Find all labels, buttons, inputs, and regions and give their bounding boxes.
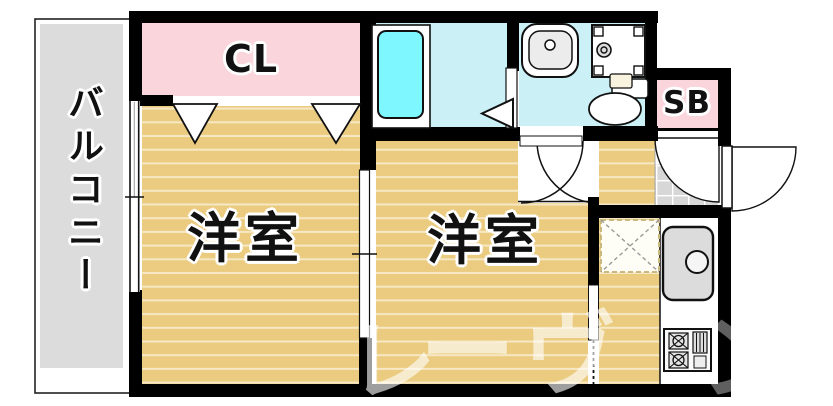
shoe-box-area bbox=[657, 80, 718, 128]
bathroom-door bbox=[479, 67, 518, 130]
entrance-door-leaf bbox=[721, 145, 733, 209]
refrigerator-space bbox=[600, 219, 660, 273]
balcony-label: バルコニー bbox=[62, 84, 103, 299]
room-divider-sliding-door bbox=[352, 169, 377, 339]
wash-basin bbox=[521, 23, 579, 78]
watermark-char: ヴ bbox=[524, 302, 617, 406]
balcony bbox=[34, 18, 131, 394]
closet-folding-doors bbox=[171, 103, 362, 145]
watermark-char: レ bbox=[348, 310, 437, 406]
toilet bbox=[588, 73, 649, 126]
kitchen-sink bbox=[661, 225, 715, 302]
window bbox=[125, 101, 144, 292]
washing-machine-pan bbox=[591, 24, 646, 78]
shoe-box-label: SB bbox=[663, 85, 711, 121]
kitchen-sliding-door bbox=[588, 284, 599, 384]
bathtub bbox=[371, 24, 431, 129]
walls bbox=[129, 11, 731, 397]
gas-stove bbox=[663, 328, 712, 372]
room2-label: 洋室 bbox=[427, 209, 543, 272]
watermark-char: ー bbox=[420, 297, 516, 406]
hallway-floor bbox=[599, 141, 655, 205]
entrance-inner-door-swing bbox=[654, 137, 720, 203]
room1-label: 洋室 bbox=[187, 207, 303, 270]
closet-label: CL bbox=[224, 37, 279, 81]
closet-door-track bbox=[150, 96, 360, 106]
watermark-char: ン bbox=[700, 304, 796, 406]
vestibule-door-leaf bbox=[519, 135, 583, 147]
closet-area bbox=[141, 22, 360, 96]
entrance-outer-door-swing bbox=[731, 146, 797, 212]
room1-floor bbox=[142, 96, 360, 386]
